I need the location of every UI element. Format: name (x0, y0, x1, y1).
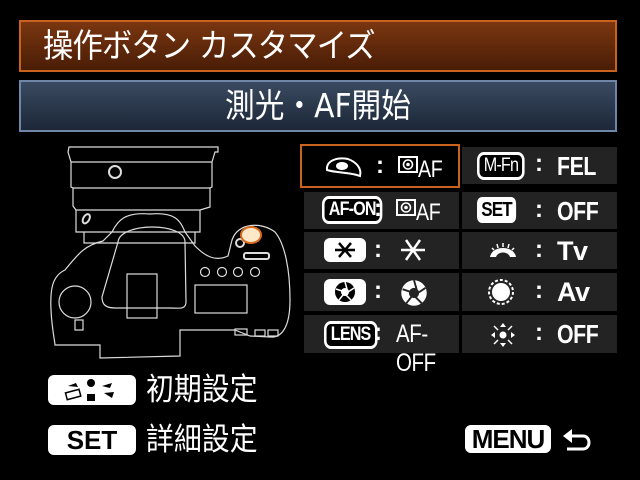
grid-cell-af-on[interactable]: AF-ON : AF (304, 192, 459, 229)
separator: : (535, 196, 543, 223)
erase-button-badge (48, 375, 136, 405)
return-arrow-icon[interactable] (561, 427, 595, 453)
grid-cell-ae-lock[interactable]: : (304, 232, 459, 269)
menu-button-badge[interactable]: MENU (465, 424, 551, 454)
cell-value: Tv (557, 236, 588, 266)
dof-preview-button-badge (324, 279, 366, 305)
ae-lock-star-icon (335, 242, 355, 258)
cell-value: FEL (557, 151, 597, 181)
grid-cell-dof-preview[interactable]: : (304, 273, 459, 311)
title-bar: 操作ボタン カスタマイズ (19, 20, 617, 72)
separator: : (374, 319, 382, 346)
ae-lock-star-icon (401, 239, 425, 261)
cell-value: AF (416, 199, 441, 226)
m-fn-button-badge: M-Fn (477, 152, 525, 180)
separator: : (535, 150, 543, 177)
lens-button-badge: LENS (324, 321, 378, 349)
cell-value: AF-OFF (396, 320, 436, 377)
page-title: 操作ボタン カスタマイズ (43, 26, 376, 65)
reset-defaults-row[interactable]: 初期設定 (48, 372, 270, 408)
separator: : (374, 277, 382, 304)
detail-settings-label: 詳細設定 (146, 422, 258, 458)
aperture-icon (401, 280, 427, 306)
separator: : (376, 152, 384, 179)
cell-value: OFF (557, 196, 599, 226)
set-button-badge: SET (48, 425, 136, 455)
separator: : (374, 236, 382, 263)
grid-cell-multi-controller[interactable]: : OFF (462, 315, 617, 353)
selected-function-bar: 測光・AF開始 (19, 80, 617, 132)
set-button-badge: SET (477, 197, 517, 223)
cell-value: OFF (557, 319, 599, 349)
quick-control-dial-icon (488, 279, 514, 305)
separator: : (374, 195, 382, 222)
ae-lock-button-badge (324, 238, 366, 262)
cell-value: AF (418, 156, 443, 183)
cell-value: Av (557, 277, 590, 307)
grid-cell-set[interactable]: SET : OFF (462, 192, 617, 229)
grid-cell-quick-control-dial[interactable]: : Av (462, 273, 617, 311)
camera-top-view-icon (50, 146, 291, 359)
separator: : (535, 277, 543, 304)
aperture-icon (335, 281, 355, 302)
separator: : (535, 319, 543, 346)
grid-cell-main-dial[interactable]: : Tv (462, 232, 617, 269)
af-on-button-badge: AF-ON (322, 196, 383, 224)
grid-cell-shutter-button[interactable]: : AF (300, 144, 460, 188)
reset-defaults-label: 初期設定 (146, 372, 258, 408)
metering-af-icon (396, 199, 416, 216)
highlighted-shutter-button (240, 226, 262, 244)
metering-eye-icon (325, 157, 362, 178)
multi-controller-icon (491, 323, 515, 347)
grid-cell-m-fn[interactable]: M-Fn : FEL (462, 147, 617, 184)
grid-cell-lens[interactable]: LENS : AF-OFF (304, 315, 459, 377)
metering-af-icon (398, 156, 418, 173)
erase-icon (64, 379, 114, 401)
detail-settings-row[interactable]: SET 詳細設定 (48, 422, 270, 458)
main-dial-icon (490, 243, 516, 257)
separator: : (535, 236, 543, 263)
selected-function-name: 測光・AF開始 (225, 86, 411, 125)
